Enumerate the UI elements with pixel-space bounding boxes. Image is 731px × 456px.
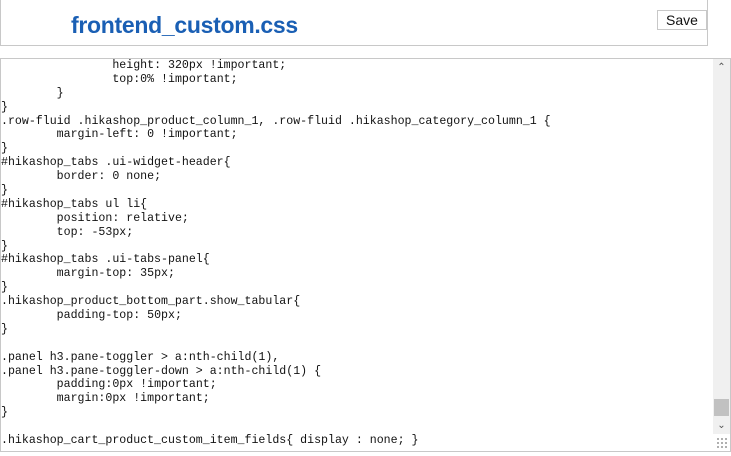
code-line <box>1 337 551 351</box>
code-line: .row-fluid .hikashop_product_column_1, .… <box>1 114 551 128</box>
code-line: border: 0 none; <box>1 170 162 184</box>
code-line: } <box>1 322 8 336</box>
code-line: top: -53px; <box>1 225 134 239</box>
code-line: margin-top: 35px; <box>1 267 175 281</box>
scrollbar-thumb[interactable] <box>714 399 729 416</box>
code-line <box>1 420 551 434</box>
file-header: frontend_custom.css Save <box>0 0 708 46</box>
code-line: } <box>1 406 8 420</box>
code-content: height: 320px !important; top:0% !import… <box>1 59 551 448</box>
save-button[interactable]: Save <box>657 10 707 30</box>
code-line: .hikashop_cart_product_custom_item_field… <box>1 434 419 448</box>
code-line: .hikashop_product_bottom_part.show_tabul… <box>1 295 301 309</box>
code-line: padding:0px !important; <box>1 378 217 392</box>
code-line: } <box>1 239 8 253</box>
scroll-up-icon[interactable]: ⌃ <box>717 62 726 73</box>
code-line: padding-top: 50px; <box>1 309 182 323</box>
code-line: } <box>1 86 64 100</box>
code-line: } <box>1 281 8 295</box>
code-line: top:0% !important; <box>1 72 238 86</box>
code-line: #hikashop_tabs .ui-tabs-panel{ <box>1 253 210 267</box>
code-line: height: 320px !important; <box>1 59 287 72</box>
resize-grip-icon[interactable] <box>716 437 728 449</box>
code-line: } <box>1 142 8 156</box>
code-line: .panel h3.pane-toggler-down > a:nth-chil… <box>1 364 322 378</box>
code-line: margin-left: 0 !important; <box>1 128 238 142</box>
scroll-down-icon[interactable]: ⌄ <box>717 420 726 431</box>
code-line: } <box>1 100 8 114</box>
code-line: #hikashop_tabs .ui-widget-header{ <box>1 156 231 170</box>
code-line: .panel h3.pane-toggler > a:nth-child(1), <box>1 350 280 364</box>
code-line: #hikashop_tabs ul li{ <box>1 197 148 211</box>
file-title: frontend_custom.css <box>71 12 298 38</box>
css-editor-textarea[interactable]: height: 320px !important; top:0% !import… <box>0 58 731 452</box>
code-line: position: relative; <box>1 211 189 225</box>
code-line: } <box>1 184 8 198</box>
code-line: margin:0px !important; <box>1 392 210 406</box>
vertical-scrollbar[interactable]: ⌃ ⌄ <box>713 59 730 434</box>
